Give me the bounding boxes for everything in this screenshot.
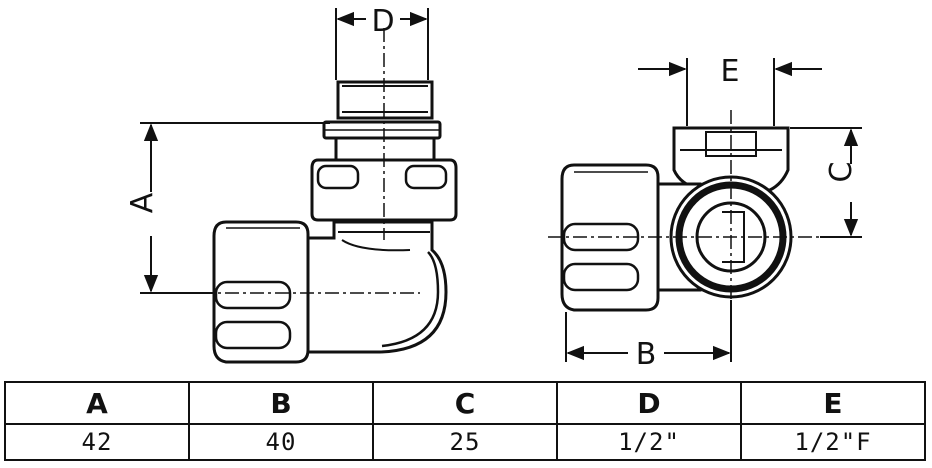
dimension-a-label: A [125,192,160,213]
dimension-d [335,8,429,80]
side-view [212,80,458,364]
value-d: 1/2" [556,423,742,461]
header-e: E [740,381,926,425]
table-header-row: A B C D E [4,381,926,425]
dimensions-table: A B C D E 42 40 25 1/2" 1/2"F [4,381,926,461]
header-d: D [556,381,742,425]
value-c: 25 [372,423,558,461]
header-a: A [4,381,190,425]
value-b: 40 [188,423,374,461]
cap-head [212,220,310,364]
table-value-row: 42 40 25 1/2" 1/2"F [4,423,926,461]
value-e: 1/2"F [740,423,926,461]
front-view-centerlines [548,110,856,330]
dimension-c-label: C [824,162,859,183]
dimension-e-label: E [721,54,740,89]
dimension-e [638,58,822,126]
dimension-b-label: B [636,337,657,372]
dimension-d-label: D [371,4,394,39]
front-view [560,126,793,312]
value-a: 42 [4,423,190,461]
valve-technical-drawing: D A E [125,4,862,372]
dimension-c [790,127,862,238]
dimension-b [565,300,732,362]
male-thread-connector [336,80,434,120]
header-b: B [188,381,374,425]
header-c: C [372,381,558,425]
valve-body [304,220,448,354]
dimension-a [140,122,330,294]
